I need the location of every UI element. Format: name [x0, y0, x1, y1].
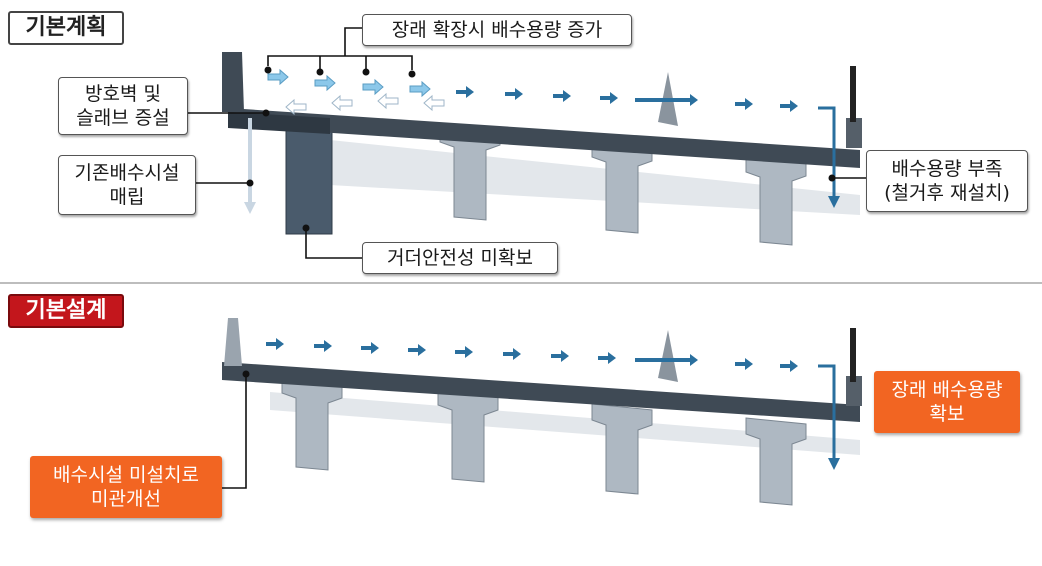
design-barrier-wall	[224, 318, 242, 366]
design-deck	[222, 362, 860, 422]
design-light-pole	[850, 328, 856, 382]
design-right-drain	[818, 364, 836, 460]
plan-flow-arrows	[267, 68, 798, 116]
plan-deck	[228, 108, 860, 168]
design-pier-1	[437, 389, 499, 483]
design-right-parapet	[846, 376, 862, 406]
future-capacity-secured-line1: 장래 배수용량	[891, 379, 1003, 401]
plan-barrier-wall	[222, 52, 244, 112]
design-bridge	[222, 318, 862, 506]
design-section-title: 기본설계	[8, 294, 124, 328]
barrier-slab-line2: 슬래브 증설	[76, 107, 170, 129]
barrier-slab-callout: 방호벽 및 슬래브 증설	[58, 77, 188, 135]
capacity-shortage-line1: 배수용량 부족	[891, 158, 1003, 180]
design-pier-3	[745, 417, 807, 506]
existing-drain-callout: 기존배수시설 매립	[58, 155, 196, 215]
existing-drain-line1: 기존배수시설	[74, 162, 180, 184]
girder-safety-text: 거더안전성 미확보	[387, 247, 533, 269]
plan-right-parapet	[846, 118, 862, 148]
design-pier-2	[591, 403, 653, 495]
design-pier-0	[281, 377, 343, 471]
future-capacity-secured-line2: 확보	[929, 403, 965, 425]
plan-leader-lines	[188, 27, 866, 259]
design-underside	[270, 392, 860, 455]
design-flow-arrows	[266, 338, 798, 372]
plan-pier-3	[745, 154, 807, 246]
plan-right-drain	[818, 106, 836, 198]
plan-light-pole	[850, 66, 856, 122]
plan-girder	[285, 127, 333, 235]
girder-safety-callout: 거더안전성 미확보	[362, 242, 558, 274]
plan-section-title: 기본계획	[8, 11, 124, 45]
plan-bridge	[222, 52, 862, 246]
no-drain-aesthetics-callout: 배수시설 미설치로 미관개선	[30, 456, 222, 518]
capacity-shortage-line2: (철거후 재설치)	[884, 182, 1010, 204]
design-median-barrier	[658, 330, 678, 382]
barrier-slab-line1: 방호벽 및	[85, 83, 161, 105]
design-leader-lines	[222, 374, 247, 489]
future-capacity-text: 장래 확장시 배수용량 증가	[391, 19, 603, 41]
no-drain-aesthetics-line2: 미관개선	[91, 488, 161, 510]
no-drain-aesthetics-line1: 배수시설 미설치로	[53, 464, 199, 486]
future-capacity-callout: 장래 확장시 배수용량 증가	[362, 14, 632, 46]
future-capacity-secured-callout: 장래 배수용량 확보	[874, 371, 1020, 433]
plan-slab-extension	[228, 112, 330, 134]
capacity-shortage-callout: 배수용량 부족 (철거후 재설치)	[866, 150, 1028, 212]
existing-drain-line2: 매립	[109, 186, 145, 208]
